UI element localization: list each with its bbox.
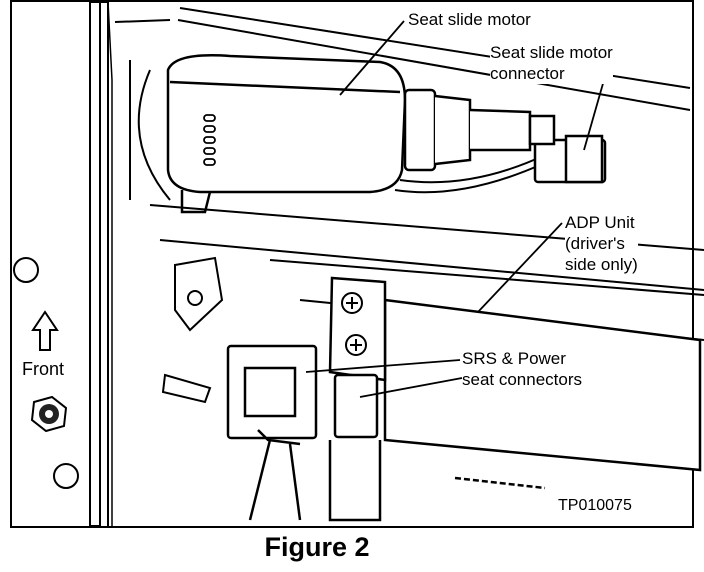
mounting-bracket xyxy=(328,276,387,382)
left-pillar xyxy=(89,1,113,527)
figure-caption: Figure 2 xyxy=(0,530,704,564)
front-arrow-icon xyxy=(31,310,59,351)
figure-caption-text: Figure 2 xyxy=(264,532,370,562)
bolt-icon xyxy=(30,395,68,433)
pillar-hole-bottom xyxy=(53,463,79,489)
callout-srs-power-connectors: SRS & Power seat connectors xyxy=(462,348,583,390)
screw-icon xyxy=(345,334,367,356)
callout-seat-slide-motor-connector: Seat slide motor connector xyxy=(490,42,613,84)
callout-seat-slide-motor: Seat slide motor xyxy=(408,9,531,30)
callout-front: Front xyxy=(22,359,65,380)
callout-line: side only) xyxy=(565,255,638,274)
callout-line: connector xyxy=(490,64,565,83)
callout-adp-unit: ADP Unit (driver's side only) xyxy=(565,212,638,275)
leader-lines xyxy=(305,20,605,398)
callout-line: (driver's xyxy=(565,234,625,253)
srs-power-connectors xyxy=(226,344,382,522)
reference-code: TP010075 xyxy=(558,497,632,514)
motor-wires xyxy=(137,69,546,201)
callout-line: Seat slide motor xyxy=(490,43,613,62)
side-bracket xyxy=(161,256,224,404)
motor-vent-slots xyxy=(203,114,216,166)
seat-slide-motor-connector xyxy=(528,114,607,184)
screw-icon xyxy=(341,292,363,314)
callout-line: ADP Unit xyxy=(565,213,635,232)
callout-line: seat connectors xyxy=(462,370,583,389)
pillar-hole-top xyxy=(13,257,39,283)
callout-line: SRS & Power xyxy=(462,349,566,368)
